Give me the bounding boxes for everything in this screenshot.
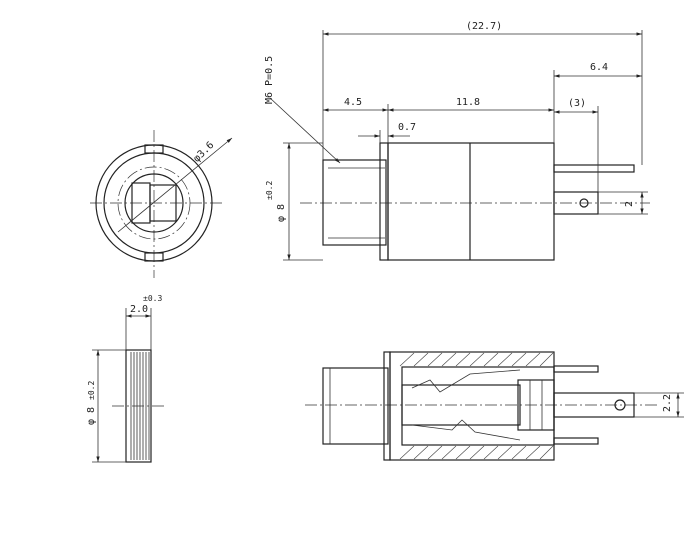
collar-label: 0.7 — [398, 122, 416, 133]
front-slot-right — [149, 184, 177, 222]
side-dia-label: φ 8 — [276, 204, 287, 222]
section-hatch-top — [399, 352, 554, 367]
body-length-label: 11.8 — [456, 97, 480, 108]
side-terminal-hole — [579, 198, 589, 208]
knob-width-label: 2.0 — [130, 304, 148, 315]
side-thread — [322, 159, 387, 246]
section-spring-top — [411, 369, 521, 393]
side-terminal-top — [553, 164, 635, 173]
thread-length-label: 4.5 — [344, 97, 362, 108]
front-bore — [124, 173, 184, 233]
front-view: φ3.6 — [90, 130, 233, 278]
section-hatch-bottom — [399, 445, 554, 460]
front-dia-leader — [117, 137, 233, 233]
section-view: 2.2 — [305, 351, 684, 461]
section-terminal-bottom — [553, 437, 599, 445]
section-body — [389, 351, 555, 461]
side-view: (22.7) 6.4 (3) 4.5 11.8 0.7 M6 P=0.5 φ 8… — [264, 21, 650, 261]
front-tab-bottom — [144, 252, 164, 262]
side-terminal-mid — [553, 191, 599, 215]
knob-width-tol: ±0.3 — [143, 294, 162, 303]
section-terminal-hole — [614, 399, 626, 411]
pin-gap-label: 2 — [624, 201, 635, 207]
side-body — [387, 142, 555, 261]
knob-dia-tol: ±0.2 — [87, 381, 96, 400]
knob-view: 2.0 ±0.3 φ 8 ±0.2 — [86, 294, 165, 463]
pin-offset-label: (3) — [568, 98, 586, 109]
front-tab-top — [144, 144, 164, 154]
section-plunger — [401, 384, 521, 426]
section-cavity — [401, 366, 555, 446]
front-pitch-circle — [117, 166, 191, 240]
total-length-label: (22.7) — [466, 21, 502, 32]
side-dia-tol: ±0.2 — [265, 181, 274, 200]
section-terminal-mid — [553, 392, 635, 418]
section-pin-gap-label: 2.2 — [662, 394, 673, 412]
section-spring-bottom — [411, 419, 521, 441]
pin-length-label: 6.4 — [590, 62, 608, 73]
section-terminal-top — [553, 365, 599, 373]
knob-dia-label: φ 8 — [86, 407, 97, 425]
thread-spec-label: M6 P=0.5 — [264, 56, 275, 104]
knob-body — [125, 349, 152, 463]
section-thread — [322, 367, 389, 445]
